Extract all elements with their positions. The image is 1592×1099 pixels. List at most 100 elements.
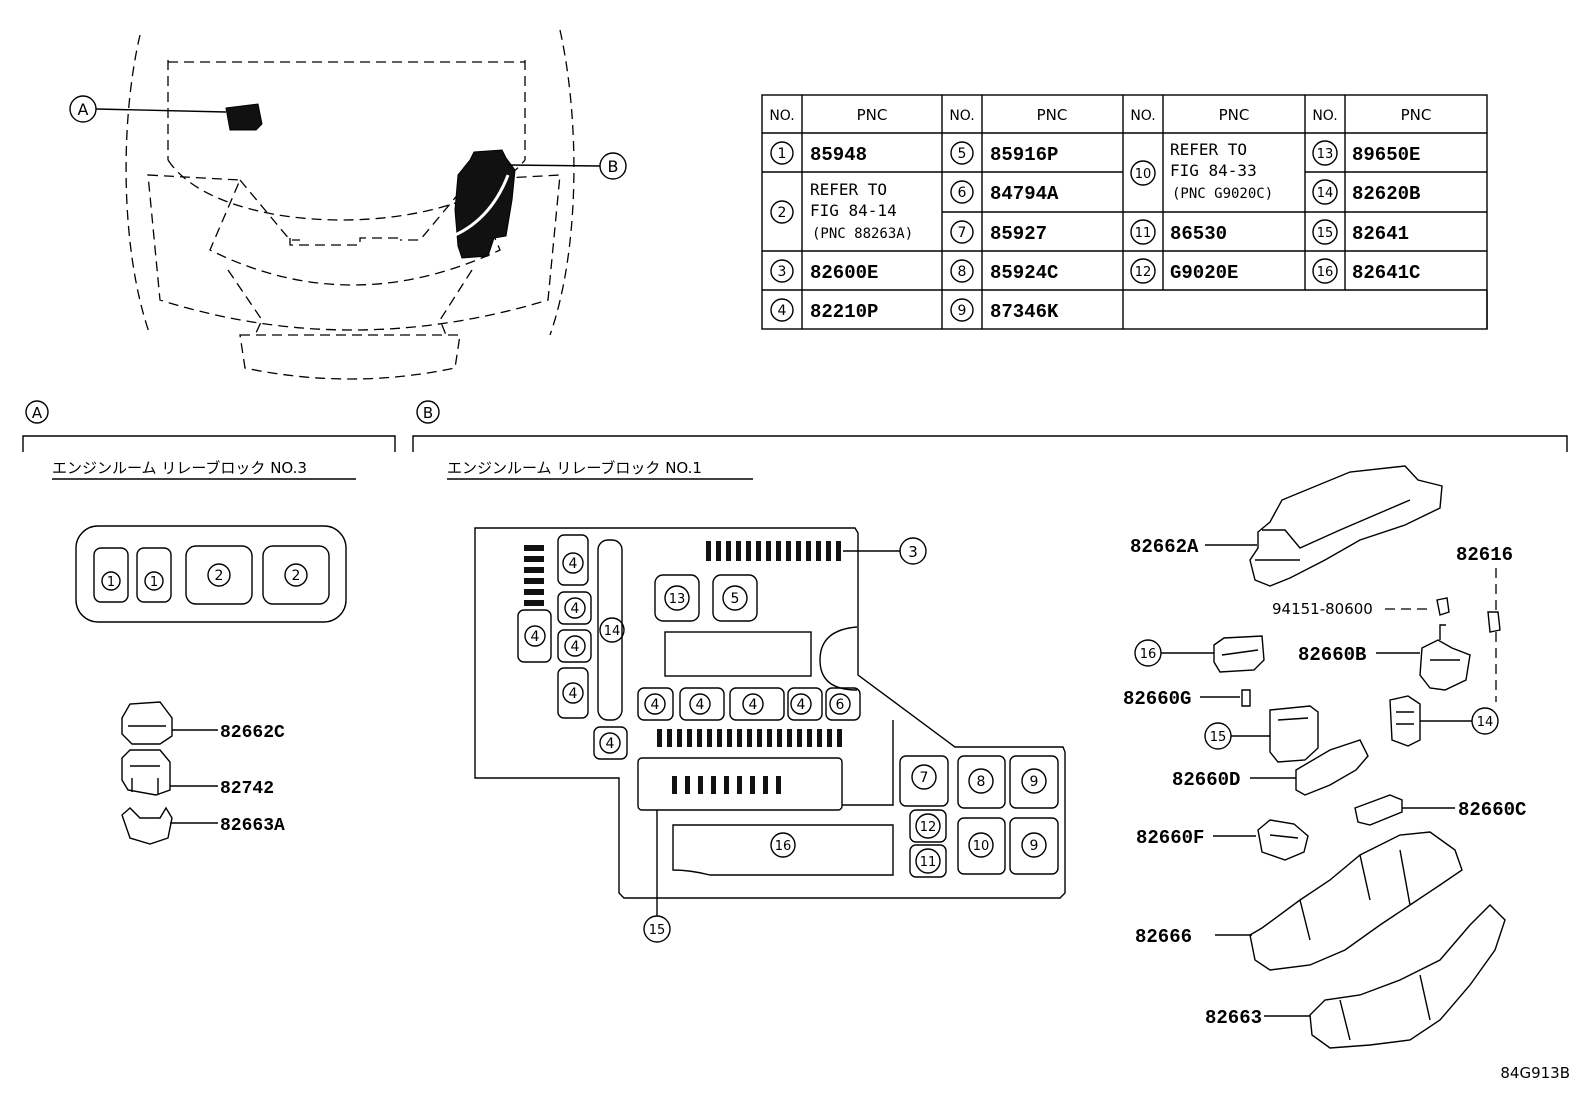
- slot-label-9: 9: [1030, 774, 1039, 790]
- section-a-title: エンジンルーム リレーブロック NO.3: [52, 459, 307, 477]
- section-a-circle: [25, 400, 49, 424]
- part-label-82660f: 82660F: [1136, 827, 1204, 849]
- callout-a-circle: [69, 95, 97, 123]
- slot-circle: [915, 813, 941, 839]
- table-header-no-1: NO.: [769, 108, 794, 124]
- slot-circle: [1021, 832, 1047, 858]
- relay-block-a: [75, 525, 347, 623]
- table-pnc-14: 82620B: [1352, 183, 1420, 205]
- table-no-6: 6: [958, 185, 967, 201]
- callout-a-leader: [95, 108, 227, 113]
- part-label-82660b: 82660B: [1298, 644, 1366, 666]
- slot-box: [909, 809, 947, 843]
- table-pnc-3: 82600E: [810, 262, 878, 284]
- table-pnc-9: 87346K: [990, 301, 1059, 323]
- callout-15: 15: [649, 923, 666, 938]
- slot-box: [957, 817, 1006, 875]
- pnc-table: [761, 94, 1488, 330]
- callout-14: 14: [1477, 715, 1494, 730]
- table-no-circle: [950, 298, 974, 322]
- table-pnc-5: 85916P: [990, 144, 1058, 166]
- table-no-12: 12: [1135, 265, 1152, 280]
- slot-circle: [524, 625, 546, 647]
- table-no-circle: [1312, 219, 1338, 245]
- slot-circle: [664, 585, 690, 611]
- fuse-16-shape: [1213, 635, 1265, 673]
- slot-circle: [1021, 768, 1047, 794]
- table-pnc-2-line1: REFER TO: [810, 180, 887, 199]
- table-pnc-2-line2: FIG 84-14: [810, 201, 897, 220]
- slot-box: [557, 667, 589, 719]
- clip-82616-shape: [1487, 611, 1501, 633]
- slot-circle: [599, 617, 625, 643]
- slot-box: [825, 687, 861, 721]
- table-no-5: 5: [958, 146, 967, 162]
- table-no-15: 15: [1317, 226, 1334, 241]
- slot-box: [787, 687, 823, 721]
- callout-15: 15: [1210, 730, 1227, 745]
- part-label-82660d: 82660D: [1172, 769, 1240, 791]
- slot-label-4: 4: [531, 629, 540, 645]
- cover-82662c-shape: [121, 701, 173, 745]
- table-header-pnc-4: PNC: [1401, 106, 1432, 124]
- table-header-no-3: NO.: [1130, 108, 1155, 124]
- relay-block-b-marker: [454, 149, 516, 259]
- table-no-8: 8: [958, 264, 967, 280]
- blank-cavity: [664, 631, 812, 677]
- block-82742-shape: [121, 749, 171, 796]
- table-no-circle: [1130, 258, 1156, 284]
- relay-slot: [93, 547, 129, 603]
- callout-a-letter: A: [78, 100, 89, 119]
- table-no-circle: [1312, 140, 1338, 166]
- table-header-no-4: NO.: [1312, 108, 1337, 124]
- slot-label-10: 10: [973, 839, 990, 854]
- slot-circle: [915, 848, 941, 874]
- relay-15-shape: [1269, 705, 1319, 763]
- callout-circle: [1471, 707, 1499, 735]
- section-b-bracket: [412, 435, 1568, 452]
- slot-label-4: 4: [569, 556, 578, 572]
- figure-code: 84G913B: [1500, 1064, 1570, 1082]
- table-pnc-2-line3: (PNC 88263A): [812, 226, 913, 242]
- slot-circle: [770, 832, 796, 858]
- slot-circle: [689, 693, 711, 715]
- table-no-circle: [950, 141, 974, 165]
- table-pnc-16: 82641C: [1352, 262, 1420, 284]
- slot-box: [517, 609, 552, 663]
- relay-slot-label: 2: [215, 568, 224, 584]
- table-no-circle: [770, 141, 794, 165]
- part-label-82663: 82663: [1205, 1007, 1262, 1029]
- slot-circle: [564, 635, 586, 657]
- callout-16: 16: [1140, 647, 1157, 662]
- slot-circle: [911, 764, 937, 790]
- case-82663-shape: [1309, 904, 1506, 1049]
- table-no-4: 4: [778, 303, 787, 319]
- relay-block-b-notch: [819, 626, 858, 691]
- table-no-10: 10: [1135, 167, 1152, 182]
- case-82666-shape: [1249, 831, 1463, 971]
- table-pnc-10-line3: (PNC G9020C): [1172, 186, 1273, 202]
- relay-slot: [185, 545, 253, 605]
- block-82660f-shape: [1257, 819, 1309, 861]
- relay-slot: [262, 545, 330, 605]
- slot-box: [557, 629, 592, 663]
- slot-box: [1009, 755, 1059, 809]
- slot-label-16: 16: [775, 839, 792, 854]
- table-no-16: 16: [1317, 265, 1334, 280]
- part-label-94151-80600: 94151-80600: [1272, 600, 1373, 618]
- slot-circle: [722, 585, 748, 611]
- slot-label-11: 11: [920, 855, 937, 870]
- slot-label-4: 4: [696, 697, 705, 713]
- slot-circle: [599, 732, 621, 754]
- relay-block-a-marker: [225, 103, 263, 131]
- fuse-strip-14: [597, 539, 623, 721]
- slot-label-4: 4: [571, 639, 580, 655]
- table-no-1: 1: [778, 146, 787, 162]
- slot-circle: [564, 597, 586, 619]
- table-pnc-10-line1: REFER TO: [1170, 140, 1247, 159]
- block-82660-14-shape: [1389, 695, 1421, 747]
- table-pnc-4: 82210P: [810, 301, 878, 323]
- table-no-2: 2: [778, 205, 787, 221]
- terminal-row-mid: [657, 729, 842, 747]
- slot-box: [899, 755, 949, 807]
